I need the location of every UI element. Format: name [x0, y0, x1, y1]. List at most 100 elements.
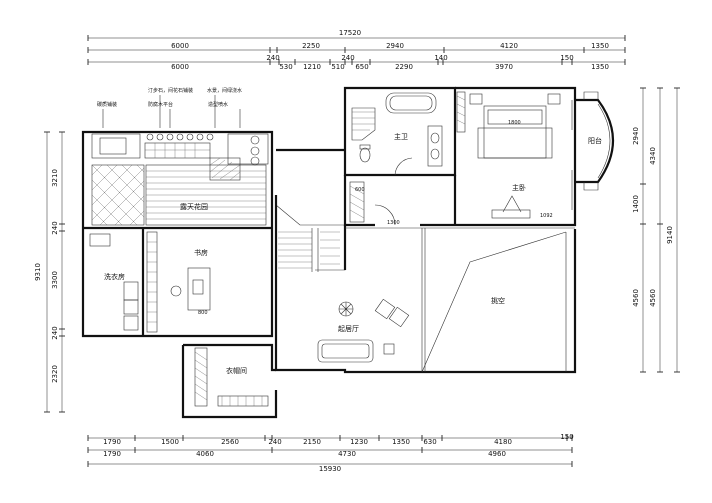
bottom-dim-630: 630	[423, 438, 436, 446]
bottom-total-dim: 15930	[319, 465, 341, 473]
label-living: 起居厅	[338, 325, 359, 333]
top-dim2-3970: 3970	[495, 63, 513, 71]
plant-icon	[338, 301, 354, 317]
cloakroom: 衣帽间	[181, 343, 278, 419]
label-master-bath: 主卫	[394, 132, 408, 141]
right-dimensions: 2940 1400 4560 4340 4560 9140	[632, 87, 680, 373]
note-water-feature: 水景，间绿浇水	[207, 87, 242, 94]
left-dim-240b: 240	[51, 326, 59, 339]
left-block: 露天花园 洗衣房 书房 800	[81, 130, 274, 338]
sofa	[317, 339, 374, 363]
vanity	[427, 125, 443, 167]
label-study: 书房	[194, 248, 208, 257]
right-total-dim: 9140	[666, 226, 674, 244]
right-dim-2940: 2940	[632, 127, 640, 145]
dim-600: 600	[355, 187, 365, 193]
bottom-dim2-4060: 4060	[196, 450, 214, 458]
top-total-dim: 17520	[339, 29, 361, 37]
lounge-chair	[374, 298, 410, 328]
nightstand-left	[469, 93, 483, 105]
wardrobe	[194, 347, 208, 407]
bottom-dim2-1790: 1790	[103, 450, 121, 458]
top-dim-240: 240	[266, 54, 279, 62]
toilet	[359, 147, 371, 163]
top-dim2-510: 510	[331, 63, 344, 71]
side-table	[383, 343, 395, 355]
master-bath: 主卫	[343, 86, 457, 177]
left-dimensions: 9310 3210 240 3300 240 2320	[34, 131, 65, 413]
balcony: 阳台	[575, 91, 615, 191]
note-wood-deck: 防腐木平台	[148, 101, 173, 108]
top-dim-2250: 2250	[302, 42, 320, 50]
right-dim-4560: 4560	[632, 289, 640, 307]
bottom-dim-2560: 2560	[221, 438, 239, 446]
bottom-dim-240: 240	[268, 438, 281, 446]
plant-icons	[146, 133, 214, 141]
study-chair	[170, 285, 182, 297]
label-master-bed: 主卧	[512, 183, 526, 192]
living-area: 起居厅	[274, 225, 577, 374]
fountain-box	[227, 133, 269, 165]
top-dim2-140: 140	[434, 54, 447, 62]
right-dim-4340: 4340	[649, 147, 657, 165]
bottom-dim-1500: 1500	[161, 438, 179, 446]
label-balcony: 阳台	[588, 136, 602, 145]
dim-1800: 1800	[508, 120, 521, 126]
top-dim-2940: 2940	[386, 42, 404, 50]
top-dim2-2290: 2290	[395, 63, 413, 71]
top-dim2-1350: 1350	[591, 63, 609, 71]
left-dim-3210: 3210	[51, 169, 59, 187]
right-dim-1400: 1400	[632, 195, 640, 213]
left-dim-240: 240	[51, 221, 59, 234]
bottom-dim-150: 150	[560, 433, 573, 441]
bottom-dim2-4960: 4960	[488, 450, 506, 458]
top-dim2-150: 150	[560, 54, 573, 62]
study-desk	[187, 267, 211, 311]
dim-1300: 1300	[387, 220, 400, 226]
label-void: 挑空	[491, 296, 505, 305]
dim-800: 800	[198, 310, 208, 316]
bottom-dim-1790: 1790	[103, 438, 121, 446]
top-dim-row1: 6000 240 2250 2940 4120 1350	[87, 42, 626, 62]
label-cloakroom: 衣帽间	[226, 366, 247, 375]
top-dim-6000: 6000	[171, 42, 189, 50]
staircase	[274, 148, 346, 272]
bottom-dim-1230: 1230	[350, 438, 368, 446]
label-laundry: 洗衣房	[104, 272, 125, 281]
tv-cabinet	[491, 209, 531, 219]
bottom-dim-4180: 4180	[494, 438, 512, 446]
nightstand-right	[547, 93, 561, 105]
bottom-dim-1350: 1350	[392, 438, 410, 446]
master-bedroom: 1800 主卧 1092	[420, 86, 577, 227]
left-dim-2320: 2320	[51, 365, 59, 383]
paving-area	[91, 164, 145, 226]
wardrobe-block: 600 1300	[343, 175, 400, 227]
top-dim2-6000: 6000	[171, 63, 189, 71]
note-paving: 碳质铺装	[97, 101, 117, 108]
left-total-dim: 9310	[34, 263, 42, 281]
double-bed	[483, 105, 547, 159]
top-dim-4120: 4120	[500, 42, 518, 50]
dim-1092: 1092	[540, 213, 553, 219]
annotation-notes: 汀步石，间花石铺装 水景，间绿浇水 碳质铺装 防腐木平台 造型喷水	[97, 87, 242, 128]
note-fountain: 造型喷水	[208, 101, 228, 108]
note-stepping-stones: 汀步石，间花石铺装	[148, 87, 193, 94]
washer	[123, 281, 139, 301]
bathtub	[385, 92, 437, 114]
top-dimensions: 17520 6000 240 2250 2940 4120 1350	[87, 29, 626, 71]
top-dim2-650: 650	[355, 63, 368, 71]
left-dim-3300: 3300	[51, 271, 59, 289]
label-roof-garden: 露天花园	[180, 202, 208, 211]
void-area: 挑空	[421, 228, 567, 373]
planter-box	[91, 133, 141, 159]
top-dim2-240b: 240	[341, 54, 354, 62]
bottom-dimensions: 1790 1500 2560 240 2150 1230 1350 630 41…	[87, 433, 574, 473]
right-dim-4560b: 4560	[649, 289, 657, 307]
bottom-dim2-4730: 4730	[338, 450, 356, 458]
top-dim-row2: 6000 240 530 1210 510 240 650 2290 140 3…	[87, 54, 626, 71]
top-dim-1350: 1350	[591, 42, 609, 50]
top-dim2-530: 530	[279, 63, 292, 71]
bottom-dim-2150: 2150	[303, 438, 321, 446]
top-dim2-1210: 1210	[303, 63, 321, 71]
